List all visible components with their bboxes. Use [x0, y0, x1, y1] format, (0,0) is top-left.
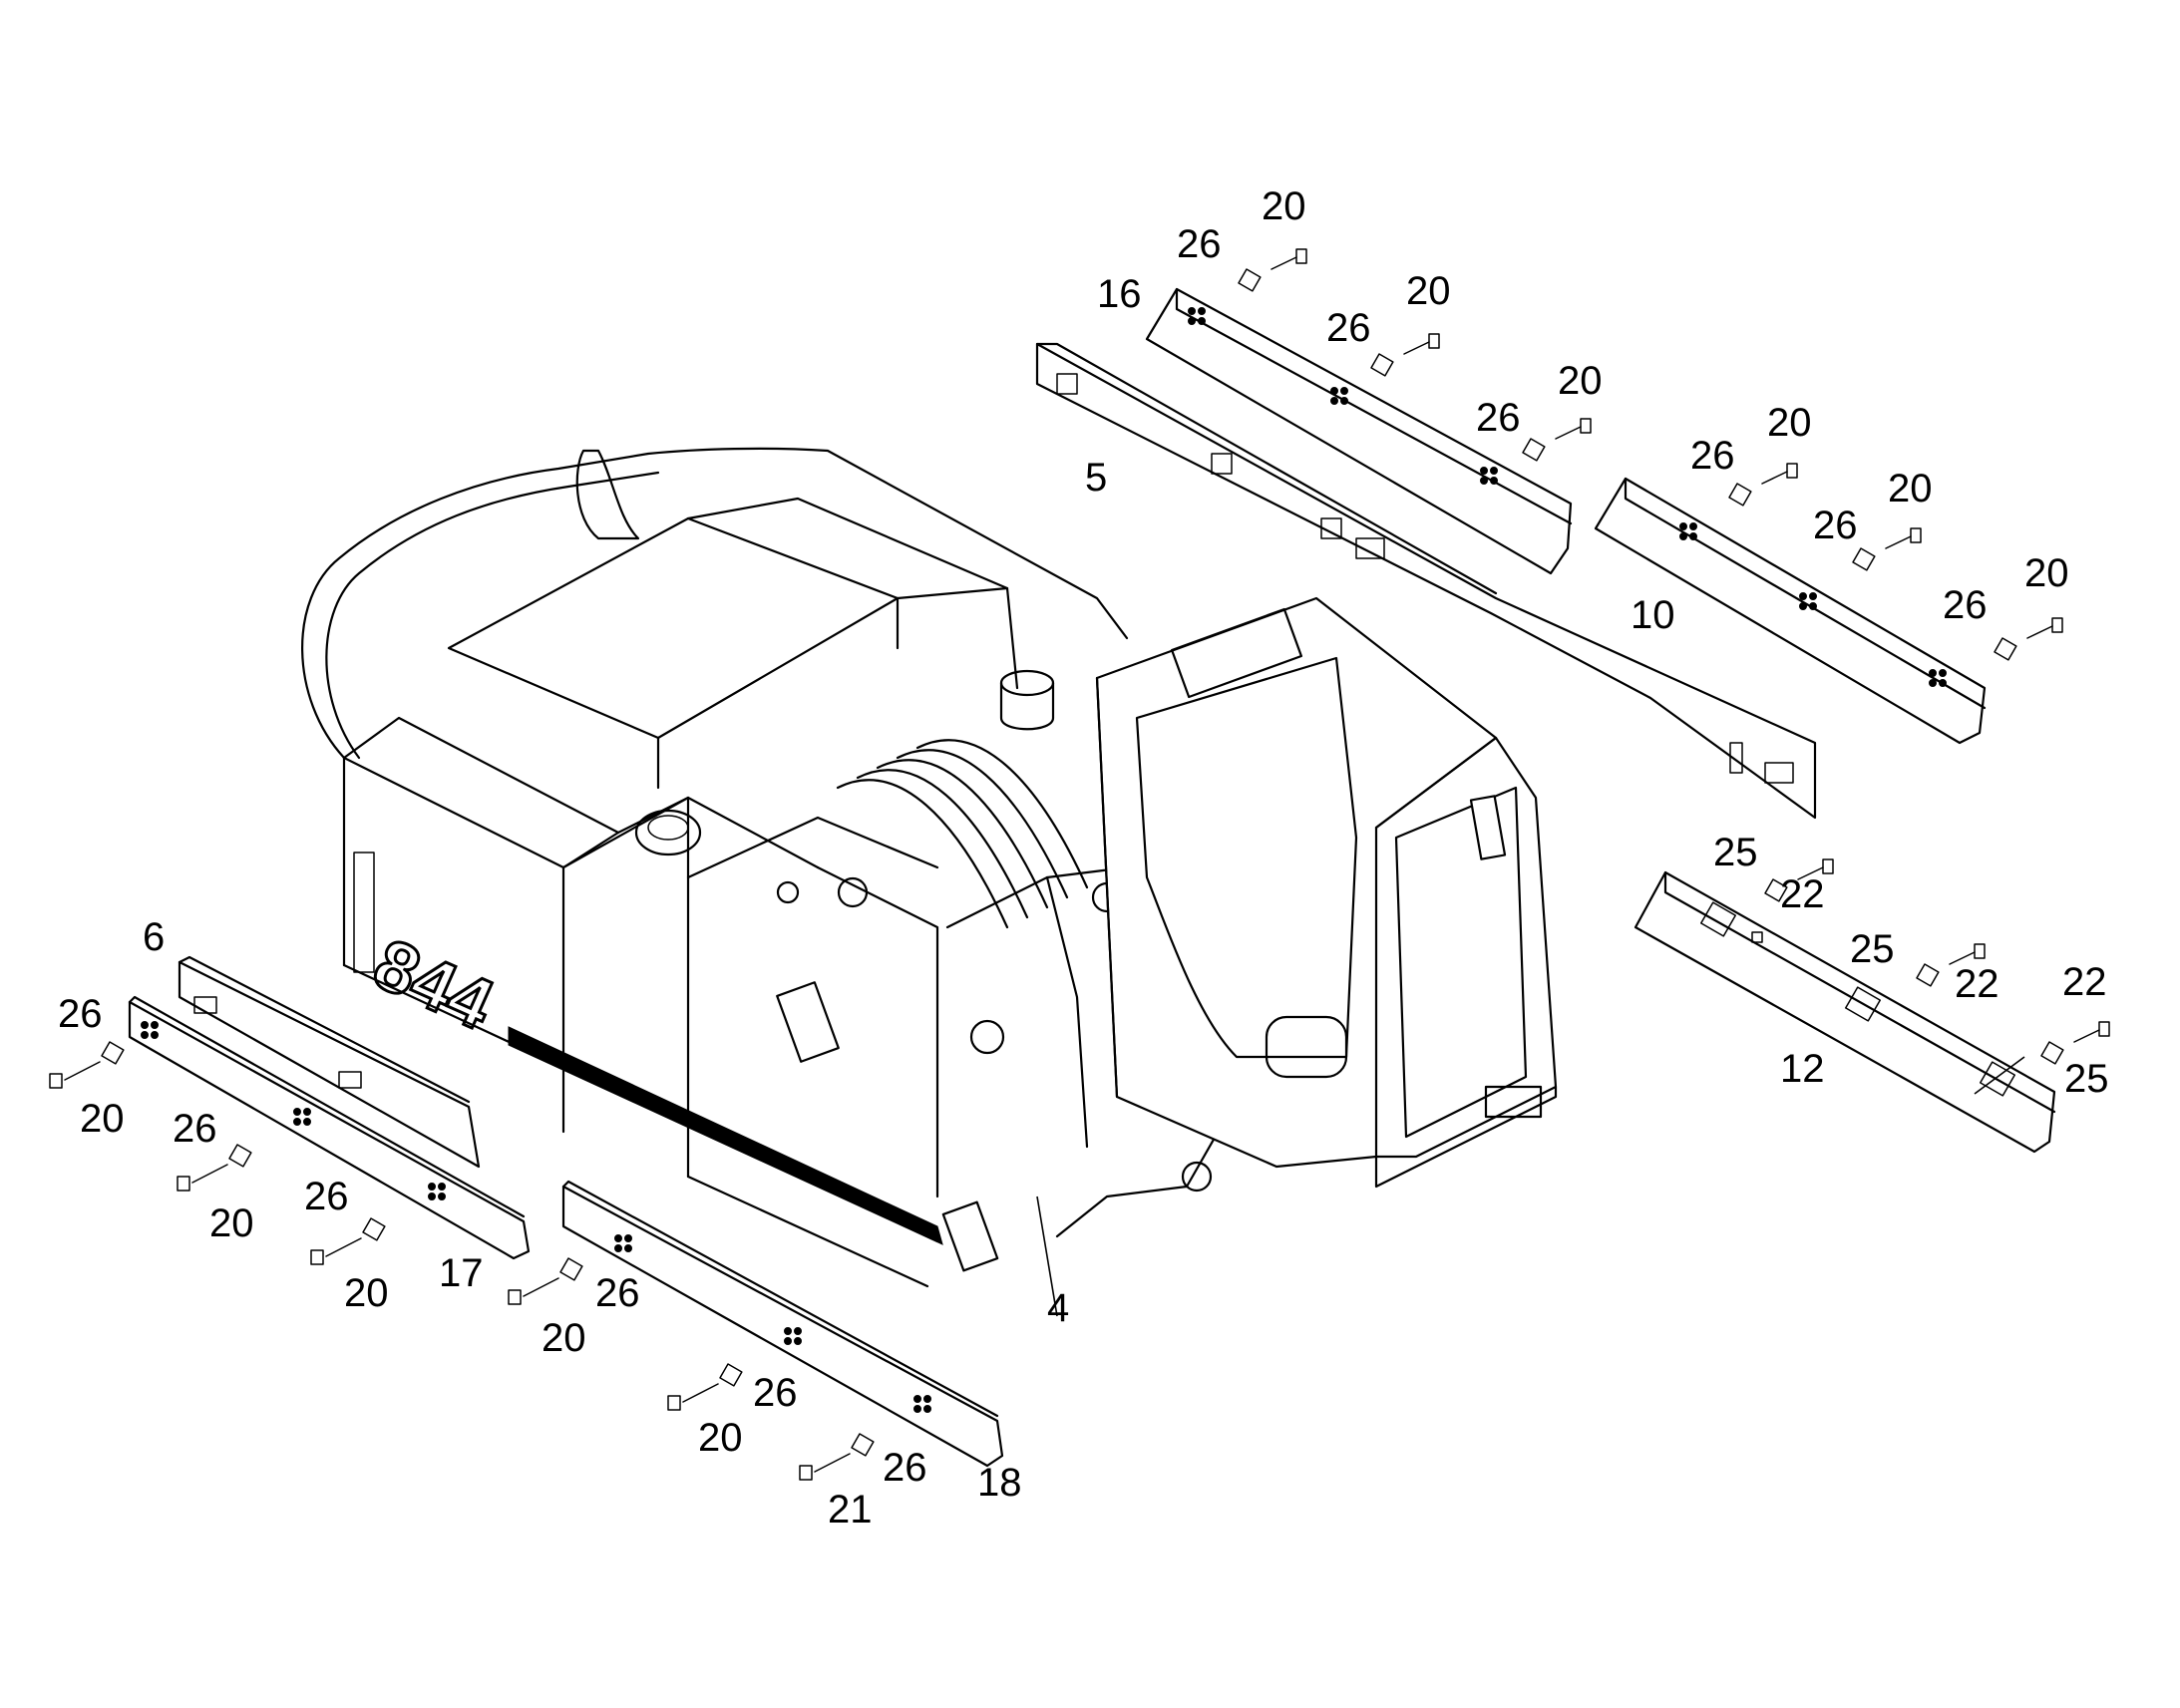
callout-20: 20	[209, 1201, 254, 1245]
callout-21: 21	[828, 1488, 873, 1532]
rail-part-6	[178, 955, 481, 1169]
callout-22: 22	[2062, 960, 2107, 1004]
callout-10: 10	[1631, 593, 1675, 637]
rail-part-16	[1145, 287, 1573, 575]
callout-26: 26	[1690, 434, 1735, 478]
callout-26: 26	[883, 1446, 927, 1490]
callout-18: 18	[977, 1461, 1022, 1505]
callout-26: 26	[58, 992, 103, 1036]
callout-5: 5	[1085, 456, 1107, 500]
callout-labels: 20 26 16 20 26 20 26 5 20 26 20 26 20 26…	[58, 184, 2109, 1532]
callout-20: 20	[1558, 359, 1603, 403]
boom-pivot	[969, 1019, 1005, 1055]
callout-20: 20	[542, 1316, 586, 1360]
callout-22: 22	[1955, 962, 1999, 1006]
callout-26: 26	[304, 1175, 349, 1218]
svg-text:844: 844	[362, 924, 504, 1046]
callout-25: 25	[1850, 927, 1895, 971]
fuel-cap	[634, 809, 702, 856]
callout-26: 26	[1326, 306, 1371, 350]
callout-25: 25	[1713, 831, 1758, 874]
callout-25: 25	[2064, 1057, 2109, 1101]
rail-part-18	[561, 1180, 1004, 1468]
callout-20: 20	[1888, 467, 1933, 511]
callout-20: 20	[2024, 551, 2069, 595]
callout-12: 12	[1780, 1047, 1825, 1091]
callout-20: 20	[1406, 269, 1451, 313]
callout-12-leader	[1974, 1056, 2025, 1095]
fasteners	[49, 248, 2110, 1481]
callout-4: 4	[1047, 1286, 1069, 1330]
callout-26: 26	[1177, 222, 1222, 266]
excavator-upper-structure: 844	[301, 447, 1558, 1288]
callout-20: 20	[1767, 401, 1812, 445]
vent-grille	[353, 852, 375, 973]
callout-26: 26	[595, 1271, 640, 1315]
rail-part-12	[1634, 870, 2056, 1154]
callout-26: 26	[173, 1107, 217, 1151]
rail-part-17	[128, 995, 531, 1260]
callout-17: 17	[439, 1251, 484, 1295]
callout-22: 22	[1780, 872, 1825, 916]
callout-26: 26	[753, 1371, 798, 1415]
callout-26: 26	[1476, 396, 1521, 440]
lever-handle	[776, 981, 840, 1063]
callout-20: 20	[80, 1097, 125, 1141]
rail-part-10	[1594, 477, 1987, 745]
air-filter	[999, 669, 1055, 697]
callout-20: 20	[1262, 184, 1306, 228]
model-badge: 844	[361, 922, 506, 1047]
callout-26: 26	[1813, 504, 1858, 547]
operator-cab	[1095, 596, 1558, 1189]
callout-20: 20	[344, 1271, 389, 1315]
callout-6: 6	[143, 915, 165, 959]
callout-26: 26	[1943, 583, 1988, 627]
rail-part-5-10	[1035, 342, 1817, 820]
callout-16: 16	[1097, 272, 1142, 316]
filler-cap	[837, 876, 869, 908]
callout-20: 20	[698, 1416, 743, 1460]
callout-4-leader	[1036, 1196, 1058, 1317]
